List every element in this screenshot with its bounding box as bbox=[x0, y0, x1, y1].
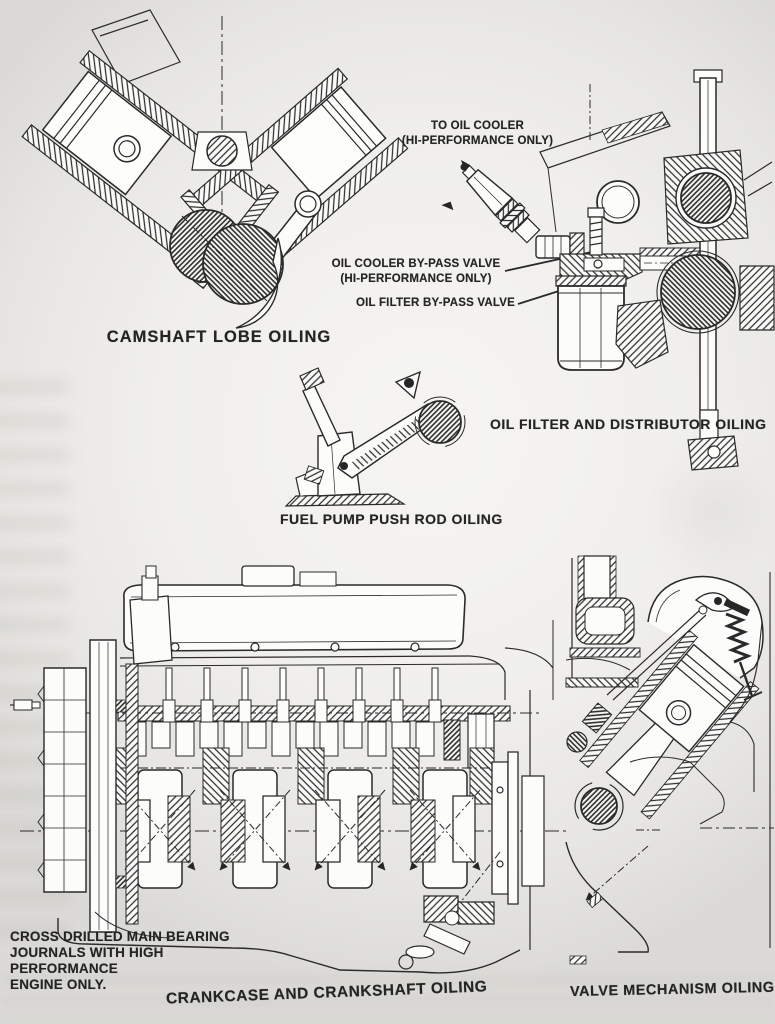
oil-filter-bypass-callout: OIL FILTER BY-PASS VALVE bbox=[345, 296, 515, 311]
cam-lobe-section bbox=[567, 732, 587, 752]
crank-counterweight bbox=[236, 238, 281, 328]
oil-pan-and-drain bbox=[566, 828, 774, 964]
right-piston bbox=[272, 87, 386, 199]
intake-port bbox=[576, 598, 634, 644]
oil-cooler-bypass-callout: OIL COOLER BY-PASS VALVE (HI-PERFORMANCE… bbox=[328, 257, 504, 287]
upper-arm bbox=[300, 368, 340, 446]
oil-cooler-fitting bbox=[441, 160, 543, 267]
oil-cooler-bypass-line1: OIL COOLER BY-PASS VALVE bbox=[331, 258, 501, 270]
valve-mechanism-caption: VALVE MECHANISM OILING bbox=[569, 979, 775, 1001]
engine-mount-bracket bbox=[130, 596, 172, 664]
dark-lobe bbox=[444, 720, 460, 760]
crank-throw-3 bbox=[315, 770, 385, 888]
distributor-drive-gear bbox=[681, 173, 731, 223]
pump-body bbox=[304, 432, 360, 496]
cylinder-head-dome bbox=[648, 576, 763, 678]
camshaft-gallery bbox=[60, 700, 540, 722]
camshaft-gear bbox=[661, 255, 735, 329]
exhaust-port-stack bbox=[578, 556, 616, 602]
crank-throw-2 bbox=[220, 770, 290, 888]
block-outline bbox=[630, 622, 762, 824]
fuel-pump-caption: FUEL PUMP PUSH ROD OILING bbox=[280, 511, 503, 527]
damper-hub bbox=[90, 640, 116, 932]
valve-cover bbox=[124, 566, 465, 651]
distributor-assembly bbox=[616, 70, 774, 470]
camshaft-lobe-figure bbox=[8, 6, 393, 320]
oil-pan-outline bbox=[58, 912, 520, 973]
cylinder-head-deck bbox=[120, 656, 505, 700]
air-horn-outline bbox=[92, 10, 180, 84]
lifter bbox=[582, 703, 611, 733]
cross-drilled-note: CROSS DRILLED MAIN BEARING JOURNALS WITH… bbox=[10, 929, 272, 993]
crank-throw-4 bbox=[410, 770, 480, 888]
front-pulley-damper bbox=[10, 566, 172, 932]
rocker-support bbox=[192, 132, 252, 170]
to-oil-cooler-line1: TO OIL COOLER bbox=[431, 120, 524, 132]
adapter-stud bbox=[588, 208, 604, 255]
pivot-pin bbox=[340, 462, 348, 470]
valve-mechanism-figure bbox=[563, 553, 775, 981]
to-oil-cooler-line2: (HI-PERFORMANCE ONLY) bbox=[401, 134, 554, 147]
crank-bolt bbox=[14, 700, 32, 710]
manifold-roof bbox=[540, 84, 670, 232]
oil-filler-cap bbox=[242, 566, 294, 586]
crankshaft bbox=[20, 770, 566, 888]
rear-flange-flywheel bbox=[492, 620, 553, 950]
oil-cooler-bypass-line2: (HI-PERFORMANCE ONLY) bbox=[340, 272, 492, 285]
crank-journal bbox=[567, 732, 623, 830]
cam-lobes bbox=[170, 210, 283, 304]
note-line1: CROSS DRILLED MAIN BEARING bbox=[10, 929, 230, 944]
oil-filter-bypass-line: OIL FILTER BY-PASS VALVE bbox=[356, 297, 515, 309]
oil-filter-distributor-figure bbox=[441, 62, 775, 410]
to-oil-cooler-callout: TO OIL COOLER (HI-PERFORMANCE ONLY) bbox=[385, 119, 570, 149]
pickup-tube bbox=[424, 924, 470, 954]
camshaft-lobe-caption: CAMSHAFT LOBE OILING bbox=[106, 328, 332, 346]
upper-bracket bbox=[396, 372, 420, 398]
left-piston bbox=[43, 72, 171, 195]
note-line2: JOURNALS WITH HIGH PERFORMANCE bbox=[10, 944, 164, 976]
note-line3: ENGINE ONLY. bbox=[10, 976, 107, 992]
oil-pump bbox=[399, 852, 500, 969]
flow-arrow bbox=[461, 160, 470, 172]
oil-filter-distributor-caption: OIL FILTER AND DISTRIBUTOR OILING bbox=[490, 416, 767, 432]
oil-filter-canister bbox=[556, 276, 626, 370]
port-circle bbox=[597, 181, 639, 223]
crankcase-crankshaft-figure bbox=[8, 553, 570, 983]
manifold-flange bbox=[566, 648, 640, 687]
front-cover bbox=[126, 664, 138, 924]
valve-train bbox=[582, 593, 762, 733]
cam-follower bbox=[415, 397, 465, 447]
fuel-pump-figure bbox=[278, 366, 478, 516]
valve-spring bbox=[726, 614, 748, 662]
